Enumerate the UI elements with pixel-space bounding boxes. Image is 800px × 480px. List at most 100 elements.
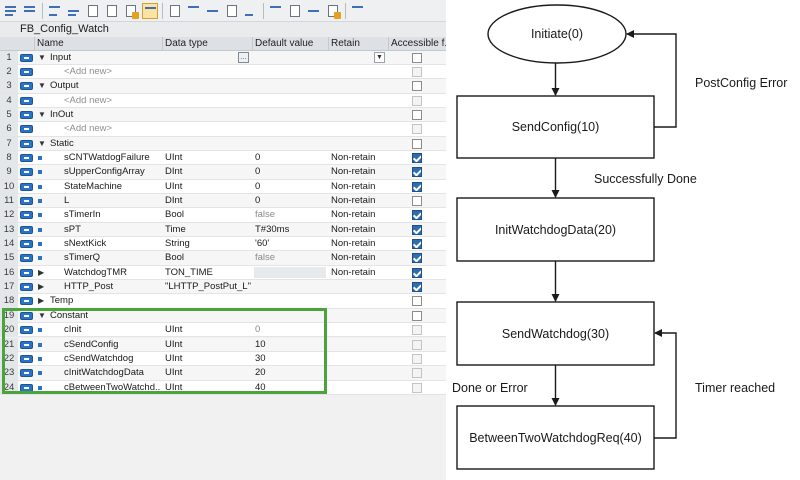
accessible-checkbox[interactable] [412, 138, 422, 149]
variable-name[interactable]: StateMachine [64, 180, 123, 192]
retain-value[interactable]: Non-retain [331, 151, 376, 163]
variable-name[interactable]: cInitWatchdogData [64, 367, 144, 379]
default-value[interactable]: 0 [255, 180, 261, 192]
variable-name[interactable]: WatchdogTMR [64, 266, 127, 278]
retain-value[interactable]: Non-retain [331, 252, 376, 264]
variable-name[interactable]: Constant [50, 309, 89, 321]
default-value[interactable]: 20 [255, 367, 266, 379]
variable-name[interactable]: Input [50, 51, 72, 63]
table-row[interactable]: 18▶Temp [0, 294, 446, 309]
table-row[interactable]: 2<Add new> [0, 64, 446, 80]
expand-arrow-icon[interactable]: ▼ [38, 310, 46, 320]
data-type[interactable]: UInt [165, 381, 183, 393]
accessible-checkbox[interactable] [412, 152, 422, 163]
add-new-placeholder[interactable]: <Add new> [64, 123, 113, 135]
add-row-icon[interactable] [22, 3, 38, 19]
variable-name[interactable]: L [64, 195, 70, 206]
variable-name[interactable]: sPT [64, 223, 81, 235]
data-type[interactable]: DInt [165, 195, 183, 206]
table-row[interactable]: 3▼Output [0, 79, 446, 94]
data-type[interactable]: UInt [165, 352, 183, 364]
data-type[interactable]: UInt [165, 367, 183, 379]
monitor-icon[interactable] [167, 3, 183, 19]
variable-name[interactable]: sCNTWatdogFailure [64, 151, 150, 163]
accessible-checkbox[interactable] [412, 181, 422, 192]
variable-name[interactable]: cInit [64, 324, 82, 336]
accessible-checkbox[interactable] [412, 52, 422, 63]
table-row[interactable]: 19▼Constant [0, 308, 446, 324]
insert-row-icon[interactable] [3, 3, 19, 19]
retain-value[interactable]: Non-retain [331, 209, 376, 221]
variable-name[interactable]: sTimerQ [64, 252, 101, 264]
table-row[interactable]: 4<Add new> [0, 93, 446, 108]
settings-icon[interactable] [325, 3, 341, 19]
default-value[interactable]: 0 [255, 324, 261, 336]
data-type[interactable]: "LHTTP_PostPut_L" [165, 281, 251, 293]
accessible-checkbox[interactable] [412, 210, 422, 221]
expand-arrow-icon[interactable]: ▼ [38, 109, 46, 119]
default-value[interactable]: 30 [255, 352, 266, 364]
accessible-checkbox[interactable] [412, 382, 422, 393]
default-value[interactable]: '60' [255, 238, 270, 250]
accessible-checkbox[interactable] [412, 95, 422, 106]
expand-arrow-icon[interactable]: ▼ [38, 52, 46, 62]
default-value[interactable]: 0 [255, 166, 261, 178]
accessible-checkbox[interactable] [412, 109, 422, 120]
data-type-browse-button[interactable]: … [238, 51, 249, 63]
variable-name[interactable]: Temp [50, 295, 74, 307]
retain-value[interactable]: Non-retain [331, 238, 376, 250]
retain-dropdown-button[interactable]: ▼ [374, 51, 385, 63]
accessible-checkbox[interactable] [412, 81, 422, 92]
data-type[interactable]: DInt [165, 166, 183, 178]
table-row[interactable]: 7▼Static [0, 136, 446, 151]
default-value[interactable]: 0 [255, 195, 261, 206]
variable-name[interactable]: cBetweenTwoWatchd... [64, 381, 160, 393]
default-value[interactable]: 0 [255, 151, 261, 163]
default-value[interactable]: false [255, 209, 276, 221]
add-new-placeholder[interactable]: <Add new> [64, 94, 113, 106]
column-header-data-type[interactable]: Data type [162, 37, 253, 50]
accessible-checkbox[interactable] [412, 196, 422, 206]
accessible-checkbox[interactable] [412, 253, 422, 264]
column-header-default-value[interactable]: Default value [252, 37, 329, 50]
accessible-checkbox[interactable] [412, 353, 422, 364]
variable-name[interactable]: InOut [50, 108, 74, 120]
data-type[interactable]: Bool [165, 252, 185, 264]
retain-value[interactable]: Non-retain [331, 223, 376, 235]
variable-name[interactable]: cSendConfig [64, 338, 119, 350]
data-type[interactable]: UInt [165, 180, 183, 192]
retain-value[interactable]: Non-retain [331, 195, 376, 206]
variable-name[interactable]: sNextKick [64, 238, 107, 250]
accessible-checkbox[interactable] [412, 282, 422, 293]
copy-snapshot-icon[interactable] [224, 3, 240, 19]
column-header-retain[interactable]: Retain [328, 37, 389, 50]
data-type[interactable]: UInt [165, 324, 183, 336]
default-value[interactable]: false [255, 252, 276, 264]
data-type[interactable]: UInt [165, 338, 183, 350]
keep-values-icon[interactable] [287, 3, 303, 19]
data-type[interactable]: UInt [165, 151, 183, 163]
default-value[interactable]: 40 [255, 381, 266, 393]
column-header-name[interactable]: Name [34, 37, 163, 50]
table-row[interactable]: 1▼Input…▼ [0, 50, 446, 65]
variable-name[interactable]: Output [50, 80, 79, 92]
close-icon[interactable] [350, 3, 366, 19]
reset-values-icon[interactable] [243, 3, 259, 19]
load-start-values-icon[interactable] [205, 3, 221, 19]
accessible-checkbox[interactable] [412, 339, 422, 350]
retain-value[interactable]: Non-retain [331, 180, 376, 192]
default-value[interactable]: T#30ms [255, 223, 290, 235]
table-row[interactable]: 6<Add new> [0, 122, 446, 137]
variable-name[interactable]: HTTP_Post [64, 281, 114, 293]
